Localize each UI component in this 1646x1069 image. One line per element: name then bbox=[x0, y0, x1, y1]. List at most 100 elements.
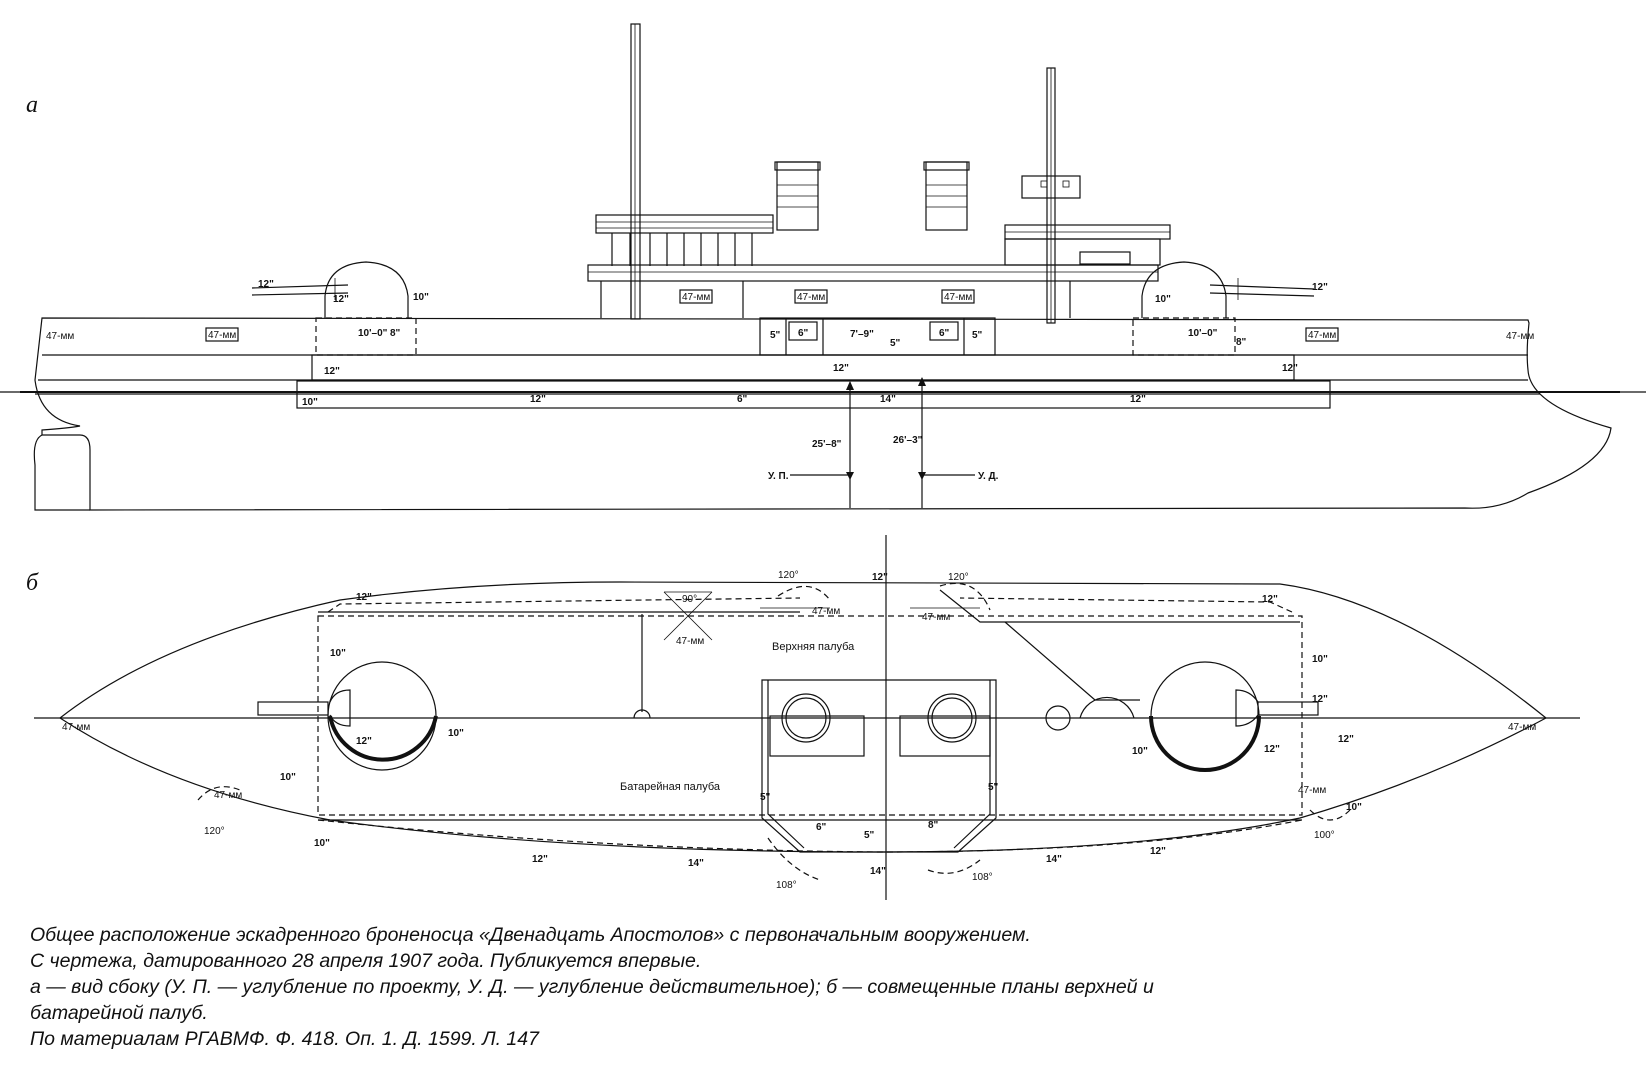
side-casemate-5a: 5" bbox=[770, 330, 781, 341]
side-casemate-7-9: 7'–9" bbox=[850, 329, 874, 340]
side-casemate-5c: 5" bbox=[972, 330, 983, 341]
caption-line-5: По материалам РГАВМФ. Ф. 418. Оп. 1. Д. … bbox=[30, 1028, 539, 1050]
plan-arc-100: 100° bbox=[1314, 830, 1335, 841]
caption-line-3: а — вид сбоку (У. П. — углубление по про… bbox=[30, 976, 1154, 998]
plan-arc-120-top-right: 120° bbox=[948, 572, 969, 583]
caption-line-1: Общее расположение эскадренного броненос… bbox=[30, 924, 1031, 946]
plan-47mm-bottom-right: 47-мм bbox=[1298, 785, 1326, 796]
aft-bridge bbox=[1004, 224, 1171, 266]
side-47mm-bow: 47-мм bbox=[46, 331, 74, 342]
fore-mast bbox=[630, 23, 641, 320]
side-47mm-2: 47-мм bbox=[682, 292, 710, 303]
small-gun-ports bbox=[205, 289, 1339, 342]
side-belt-12-center: 12" bbox=[833, 363, 849, 374]
plan-armor-12-top-center: 12" bbox=[872, 572, 888, 583]
plan-aft-turret bbox=[1149, 661, 1319, 772]
plan-gun-12-right: 12" bbox=[1312, 694, 1328, 705]
caption-line-2: С чертежа, датированного 28 апреля 1907 … bbox=[30, 950, 702, 972]
side-gun-12-left: 12" bbox=[258, 279, 274, 290]
plan-47mm-bottom-left: 47-мм bbox=[214, 790, 242, 801]
plan-casemate-5-mid: 5" bbox=[864, 830, 875, 841]
side-47mm-5: 47-мм bbox=[1308, 330, 1336, 341]
plan-turret-12-left: 12" bbox=[356, 736, 372, 747]
side-draft-design-dim: 25'–8" bbox=[812, 439, 842, 450]
plan-armor-10-left-a: 10" bbox=[330, 648, 346, 659]
upper-deck-edge-right bbox=[939, 589, 1300, 623]
side-casemate-6a: 6" bbox=[798, 328, 809, 339]
plan-armor-12-bottom-right: 12" bbox=[1150, 846, 1166, 857]
plan-armor-10-bottom-right: 10" bbox=[1346, 802, 1362, 813]
plan-turret-12-right: 12" bbox=[1264, 744, 1280, 755]
superstructure-deck bbox=[587, 264, 1159, 318]
side-turret-12-left: 12" bbox=[333, 294, 349, 305]
plan-47mm-top-b: 47-мм bbox=[812, 606, 840, 617]
side-casemate-5b: 5" bbox=[890, 338, 901, 349]
fore-funnel bbox=[774, 161, 821, 231]
side-view-letter: а bbox=[26, 92, 38, 118]
plan-casemate bbox=[761, 679, 997, 853]
plan-view-letter: б bbox=[26, 570, 39, 596]
plan-47mm-top-c: 47-мм bbox=[922, 612, 950, 623]
fore-mast-foot bbox=[633, 709, 651, 719]
plan-armor-citadel bbox=[317, 597, 1303, 853]
arc-90-marker bbox=[663, 591, 713, 641]
plan-arc-120-bottom-left: 120° bbox=[204, 826, 225, 837]
side-lower-12b: 12" bbox=[1130, 394, 1146, 405]
side-lower-14: 14" bbox=[880, 394, 896, 405]
plan-turret-10-left: 10" bbox=[448, 728, 464, 739]
side-lower-12a: 12" bbox=[530, 394, 546, 405]
plan-armor-10-bottom-left: 10" bbox=[314, 838, 330, 849]
plan-fore-turret bbox=[257, 661, 438, 771]
side-gun-12-right: 12" bbox=[1312, 282, 1328, 293]
plan-armor-12-stern: 12" bbox=[1338, 734, 1354, 745]
side-turret-10-right: 10" bbox=[1155, 294, 1171, 305]
plan-armor-14-left: 14" bbox=[688, 858, 704, 869]
plan-small-hatch bbox=[1045, 705, 1071, 731]
aft-barbette bbox=[1132, 317, 1236, 356]
side-barbette-dim-right: 10'–0" bbox=[1188, 328, 1218, 339]
plan-casemate-6-left: 6" bbox=[816, 822, 827, 833]
plan-turret-10-right: 10" bbox=[1132, 746, 1148, 757]
plan-armor-14-right: 14" bbox=[1046, 854, 1062, 865]
upper-deck-label: Верхняя палуба bbox=[772, 641, 855, 653]
plan-aft-mast-foot bbox=[1079, 696, 1135, 719]
plan-armor-12-top-right: 12" bbox=[1262, 594, 1278, 605]
side-47mm-1: 47-мм bbox=[208, 330, 236, 341]
plan-arc-120-top-left: 120° bbox=[778, 570, 799, 581]
side-lower-10: 10" bbox=[302, 397, 318, 408]
side-lower-6: 6" bbox=[737, 394, 748, 405]
plan-hull-outline bbox=[58, 581, 1548, 853]
plan-firing-arcs bbox=[197, 582, 1351, 881]
side-casemate-6b: 6" bbox=[939, 328, 950, 339]
side-belt-12-left: 12" bbox=[324, 366, 340, 377]
plan-armor-10-left-b: 10" bbox=[280, 772, 296, 783]
plan-armor-10-right-a: 10" bbox=[1312, 654, 1328, 665]
plan-arc-90: 90° bbox=[682, 594, 697, 605]
side-barbette-8-left: 8" bbox=[390, 328, 401, 339]
side-47mm-stern: 47-мм bbox=[1506, 331, 1534, 342]
plan-arc-108-right: 108° bbox=[972, 872, 993, 883]
draft-markers bbox=[790, 377, 975, 508]
aft-funnel bbox=[923, 161, 970, 231]
plan-47mm-top-a: 47-мм bbox=[676, 636, 704, 647]
aft-turret bbox=[1141, 261, 1315, 318]
side-belt-12-right: 12" bbox=[1282, 363, 1298, 374]
plan-armor-14-mid: 14" bbox=[870, 866, 886, 877]
side-draft-actual-dim: 26'–3" bbox=[893, 435, 923, 446]
caption-line-4: батарейной палуб. bbox=[30, 1002, 208, 1024]
plan-armor-12-bottom-left: 12" bbox=[532, 854, 548, 865]
upper-belt bbox=[311, 354, 1295, 381]
side-turret-10-left: 10" bbox=[413, 292, 429, 303]
figure-caption: Общее расположение эскадренного броненос… bbox=[30, 922, 1590, 1052]
side-draft-actual: У. Д. bbox=[978, 471, 999, 482]
plan-casemate-8-right: 8" bbox=[928, 820, 939, 831]
main-mast bbox=[1021, 67, 1081, 324]
plan-casemate-5-left: 5" bbox=[760, 792, 771, 803]
side-47mm-4: 47-мм bbox=[944, 292, 972, 303]
upper-deck-diagonal bbox=[1004, 621, 1140, 701]
main-belt bbox=[296, 380, 1331, 409]
battery-deck-label: Батарейная палуба bbox=[620, 781, 721, 793]
side-draft-design: У. П. bbox=[768, 471, 789, 482]
side-barbette-8-right: 8" bbox=[1236, 337, 1247, 348]
plan-47mm-bow: 47-мм bbox=[62, 722, 90, 733]
